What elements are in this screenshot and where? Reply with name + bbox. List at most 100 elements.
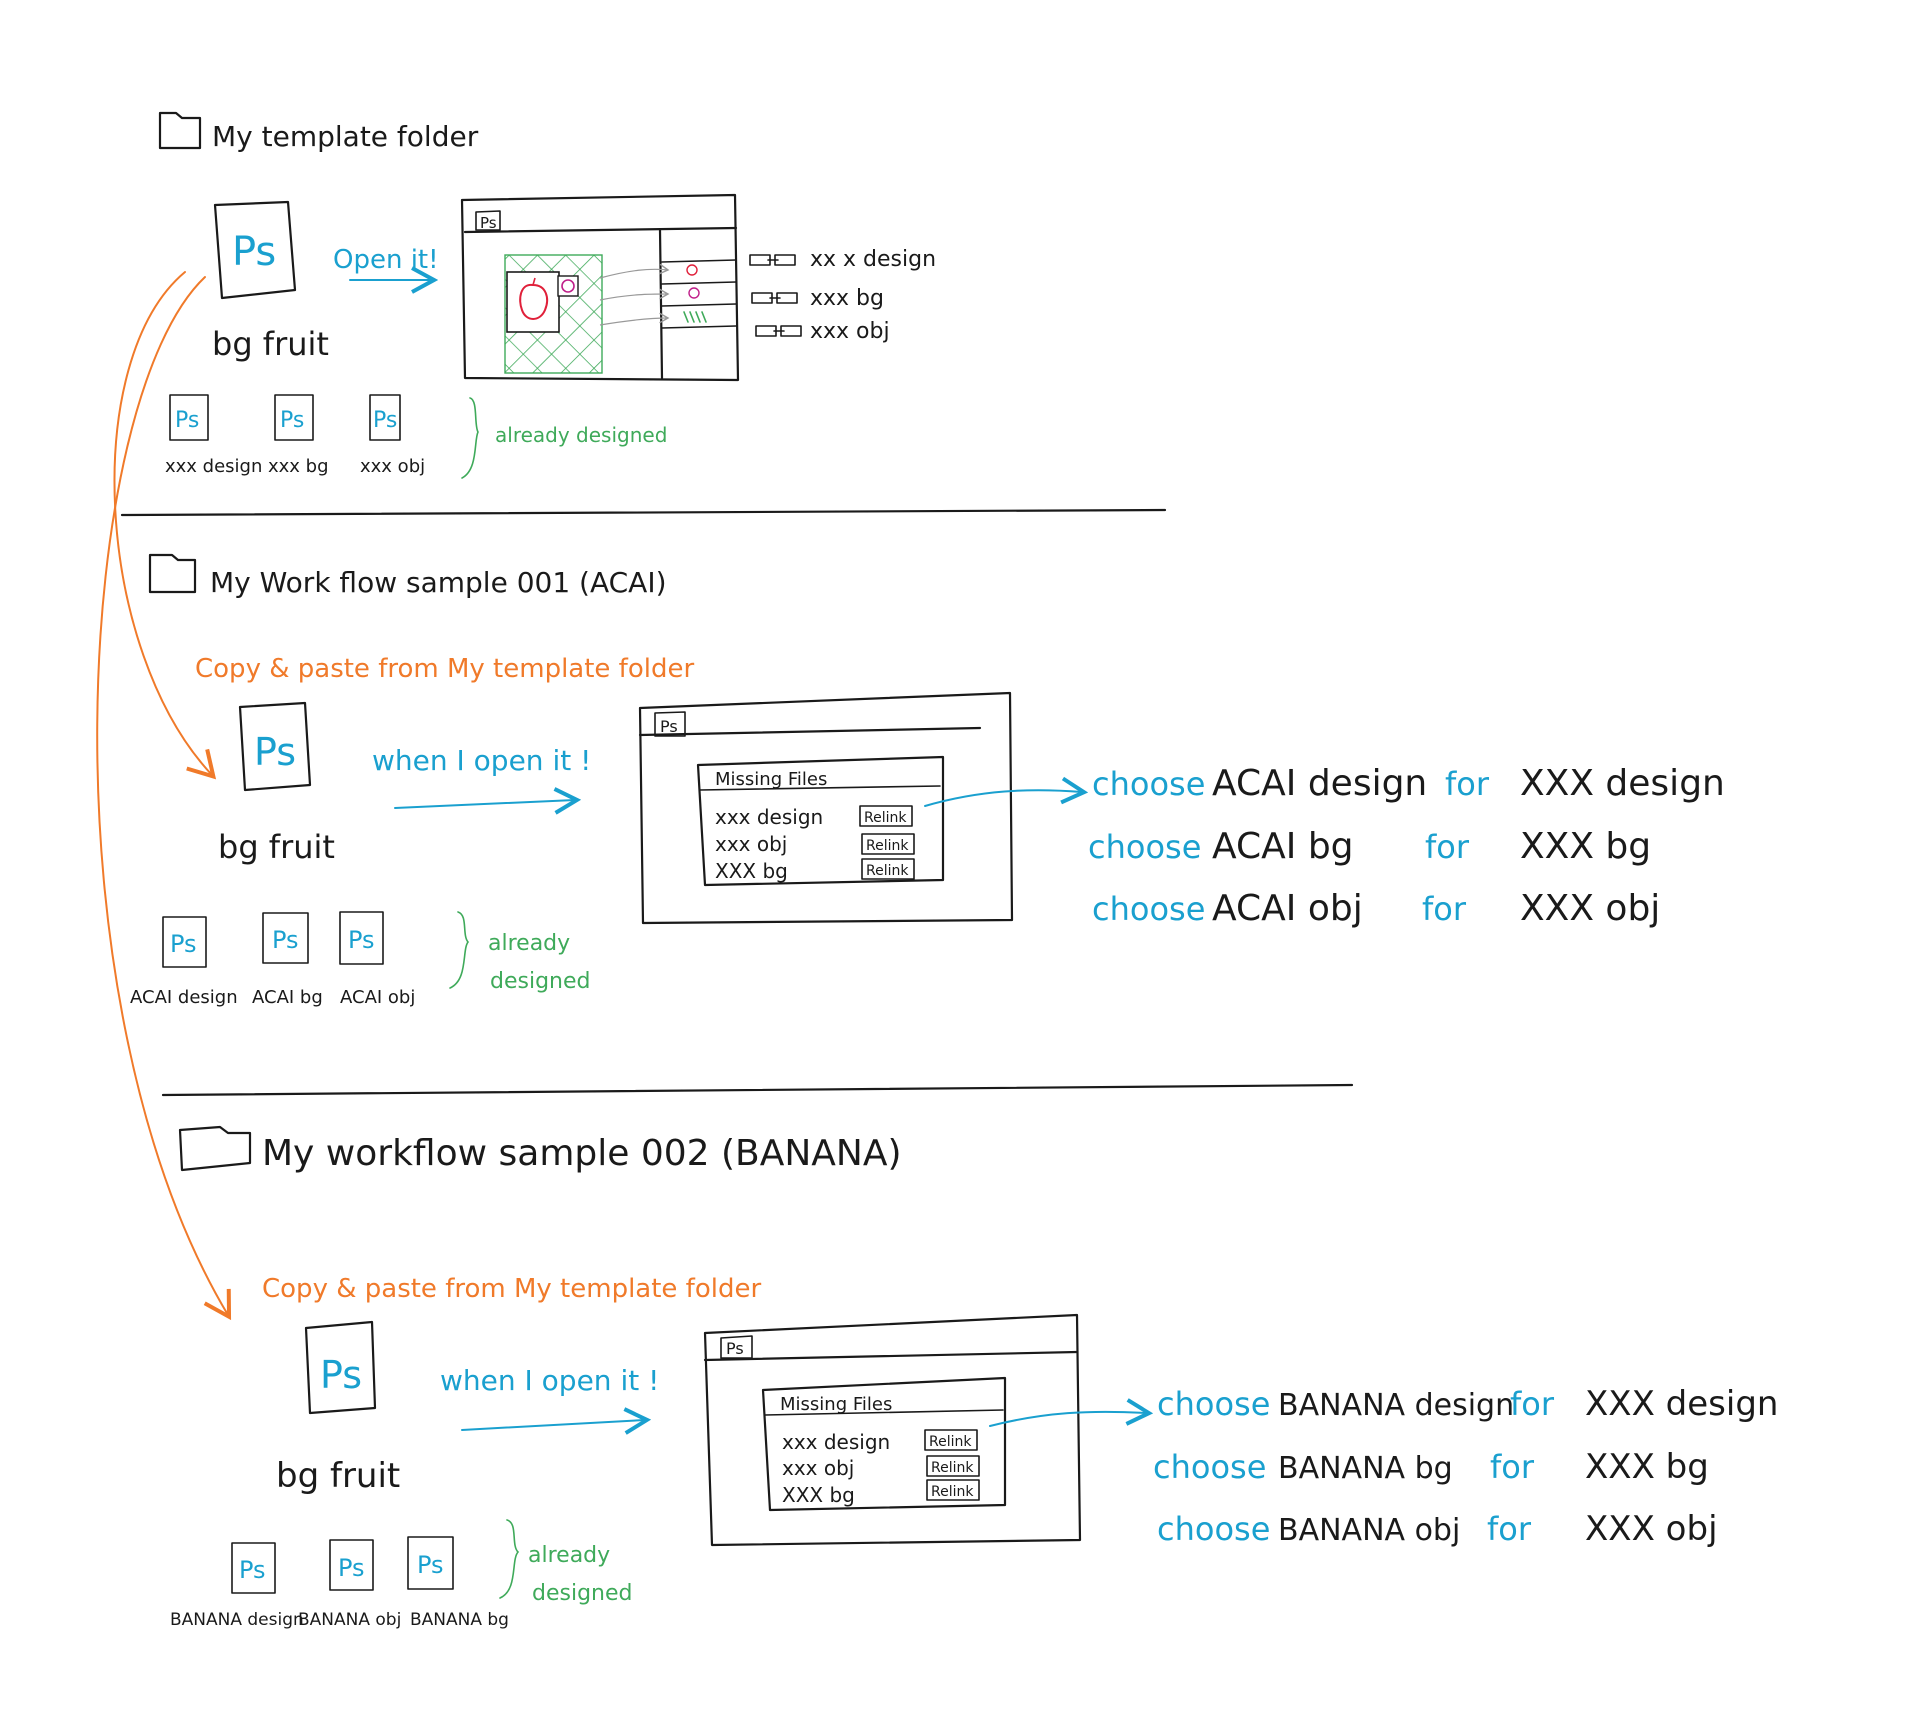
ps-icon: Ps: [254, 730, 296, 774]
file-icon: [213, 200, 297, 300]
relink-button[interactable]: Relink: [926, 1455, 980, 1477]
ps-icon: Ps: [338, 1554, 365, 1582]
choice-source: ACAI bg: [1212, 826, 1354, 867]
dialog-frame: [761, 1376, 1007, 1512]
choice-target: XXX bg: [1585, 1447, 1709, 1487]
ps-icon: Ps: [280, 408, 304, 433]
file-item[interactable]: Ps BANANA obj: [298, 1539, 401, 1630]
copy-arrow-to-banana: [96, 276, 232, 1321]
choice-target: XXX design: [1520, 763, 1725, 804]
window-frame: [460, 193, 740, 382]
button-frame: [926, 1479, 980, 1501]
relink-button[interactable]: Relink: [861, 833, 915, 855]
window-frame: [638, 691, 1014, 925]
small-object-box: [557, 275, 579, 297]
relink-button[interactable]: Relink: [926, 1479, 980, 1501]
window-titlebar-line: [463, 226, 738, 234]
file-icon: [339, 911, 384, 965]
file-item[interactable]: Ps ACAI bg: [252, 912, 323, 1008]
banana-main-file-name: bg fruit: [276, 1456, 400, 1496]
missing-file-name: xxx obj: [782, 1456, 854, 1480]
relink-button[interactable]: Relink: [859, 805, 913, 827]
window-titlebar-line: [638, 726, 982, 737]
link-icon: [751, 292, 798, 304]
file-item[interactable]: Ps BANANA bg: [407, 1536, 509, 1630]
choice-source: BANANA design: [1278, 1388, 1514, 1423]
relink-button[interactable]: Relink: [924, 1429, 978, 1451]
banana-folder-title: My workflow sample 002 (BANANA): [262, 1133, 902, 1174]
canvas-to-layer-arrow: [599, 288, 670, 301]
ps-icon: Ps: [239, 1556, 266, 1584]
file-item[interactable]: Ps ACAI obj: [339, 911, 415, 1008]
choice-target: XXX bg: [1520, 826, 1651, 867]
file-item[interactable]: Ps ACAI design: [130, 916, 238, 1008]
section-acai: My Work flow sample 001 (ACAI) Copy & pa…: [130, 553, 1725, 1008]
choice-verb: choose: [1153, 1448, 1266, 1486]
acai-choices: choose ACAI design for XXX design choose…: [1088, 763, 1725, 929]
layer-thumb-hatch-icon: [683, 311, 707, 323]
file-icon: [238, 701, 312, 792]
choice-prep: for: [1445, 765, 1490, 803]
link-icon: [749, 254, 796, 266]
file-icon: [407, 1536, 454, 1590]
template-open-label: Open it!: [333, 245, 439, 275]
ps-icon: Ps: [232, 229, 276, 275]
window-frame: [703, 1313, 1082, 1547]
acai-ps-window: Ps Missing Files xxx design xxx obj XXX …: [638, 691, 1014, 925]
brace-icon: [449, 911, 470, 989]
relink-arrow: [989, 1412, 1147, 1427]
ps-icon: Ps: [373, 408, 397, 433]
banana-choices: choose BANANA design for XXX design choo…: [1153, 1384, 1778, 1549]
layer-thumb-icon: [688, 287, 700, 299]
banana-main-file[interactable]: Ps bg fruit: [276, 1320, 400, 1496]
acai-main-file[interactable]: Ps bg fruit: [218, 701, 335, 866]
template-main-file[interactable]: Ps bg fruit: [212, 200, 329, 363]
choice-verb: choose: [1088, 828, 1201, 866]
relink-button[interactable]: Relink: [861, 858, 915, 880]
dialog-title: Missing Files: [780, 1394, 892, 1415]
missing-file-name: xxx design: [782, 1430, 890, 1454]
folder-icon: [148, 553, 197, 594]
file-item[interactable]: Ps xxx obj: [360, 394, 425, 477]
file-icon: [162, 916, 207, 968]
file-name: ACAI bg: [252, 987, 323, 1008]
file-item[interactable]: Ps xxx bg: [268, 394, 329, 477]
file-name: BANANA design: [170, 1610, 304, 1630]
choice-target: XXX obj: [1585, 1509, 1718, 1549]
dialog-frame: [696, 755, 945, 887]
apple-stem: [532, 277, 536, 286]
link-icon: [755, 325, 802, 337]
choice-verb: choose: [1092, 765, 1205, 803]
banana-copy-label: Copy & paste from My template folder: [262, 1274, 761, 1304]
ps-icon: Ps: [417, 1551, 444, 1579]
file-name: ACAI obj: [340, 987, 415, 1008]
file-item[interactable]: Ps BANANA design: [170, 1542, 304, 1630]
ps-icon: Ps: [272, 926, 299, 954]
file-item[interactable]: Ps xxx design: [165, 394, 262, 477]
file-icon: [369, 394, 401, 441]
choice-prep: for: [1422, 890, 1467, 928]
banana-small-files: Ps BANANA design Ps BANANA obj Ps BANANA…: [170, 1519, 632, 1630]
section-divider: [161, 1083, 1354, 1097]
relink-label: Relink: [929, 1434, 972, 1450]
layer-divider: [661, 303, 737, 307]
open-arrow: [461, 1420, 645, 1430]
designed-label: designed: [490, 969, 590, 994]
button-frame: [859, 805, 913, 827]
button-frame: [926, 1455, 980, 1477]
choice-prep: for: [1487, 1510, 1532, 1548]
canvas-object-box: [506, 271, 560, 333]
ps-tag: Ps: [480, 214, 497, 232]
layer-divider: [661, 281, 737, 285]
missing-file-name: xxx design: [715, 805, 823, 829]
already-label: already: [528, 1543, 610, 1568]
file-icon: [231, 1542, 276, 1594]
file-name: xxx design: [165, 456, 262, 477]
ps-tag-box: [475, 210, 501, 231]
choice-verb: choose: [1157, 1510, 1270, 1548]
banana-ps-window: Ps Missing Files xxx design xxx obj XXX …: [703, 1313, 1082, 1547]
dialog-title-divider: [764, 1409, 1004, 1416]
banana-open-label: when I open it !: [440, 1364, 659, 1397]
dialog-title-divider: [699, 785, 941, 791]
